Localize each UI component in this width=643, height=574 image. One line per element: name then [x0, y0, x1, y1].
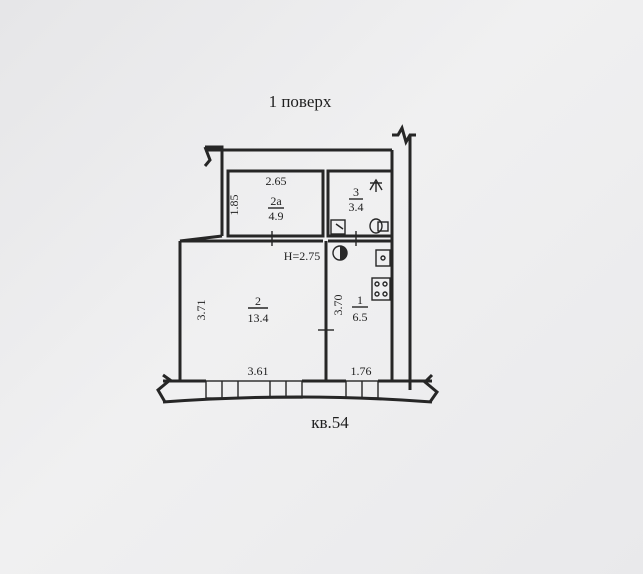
room-1-width: 1.76	[351, 364, 372, 378]
bottom-window	[205, 380, 379, 399]
gas-boiler-icon	[332, 245, 348, 261]
kitchen-sink-icon	[375, 249, 391, 267]
room-2a-area: 4.9	[269, 209, 284, 223]
room-1-area: 6.5	[353, 310, 368, 324]
ceiling-height: Н=2.75	[284, 249, 320, 263]
room-1-number: 1	[357, 293, 363, 307]
toilet-icon	[369, 218, 389, 234]
room-2a-width: 2.65	[266, 174, 287, 188]
room-2-number: 2	[255, 294, 261, 308]
sink-icon	[330, 219, 346, 235]
door-marks	[271, 231, 357, 342]
room-2-height: 3.71	[194, 300, 208, 321]
room-3-number: 3	[353, 185, 359, 199]
room-1-height: 3.70	[331, 295, 345, 316]
stove-icon	[371, 277, 391, 301]
floor-title: 1 поверх	[269, 92, 332, 111]
apartment-label: кв.54	[311, 413, 349, 432]
room-2a-number: 2а	[270, 194, 282, 208]
outer-walls	[156, 124, 440, 404]
shower-icon	[369, 178, 383, 192]
room-2-area: 13.4	[248, 311, 269, 325]
room-2-width: 3.61	[248, 364, 269, 378]
room-3-area: 3.4	[349, 200, 364, 214]
room-2a-height: 1.85	[227, 195, 241, 216]
